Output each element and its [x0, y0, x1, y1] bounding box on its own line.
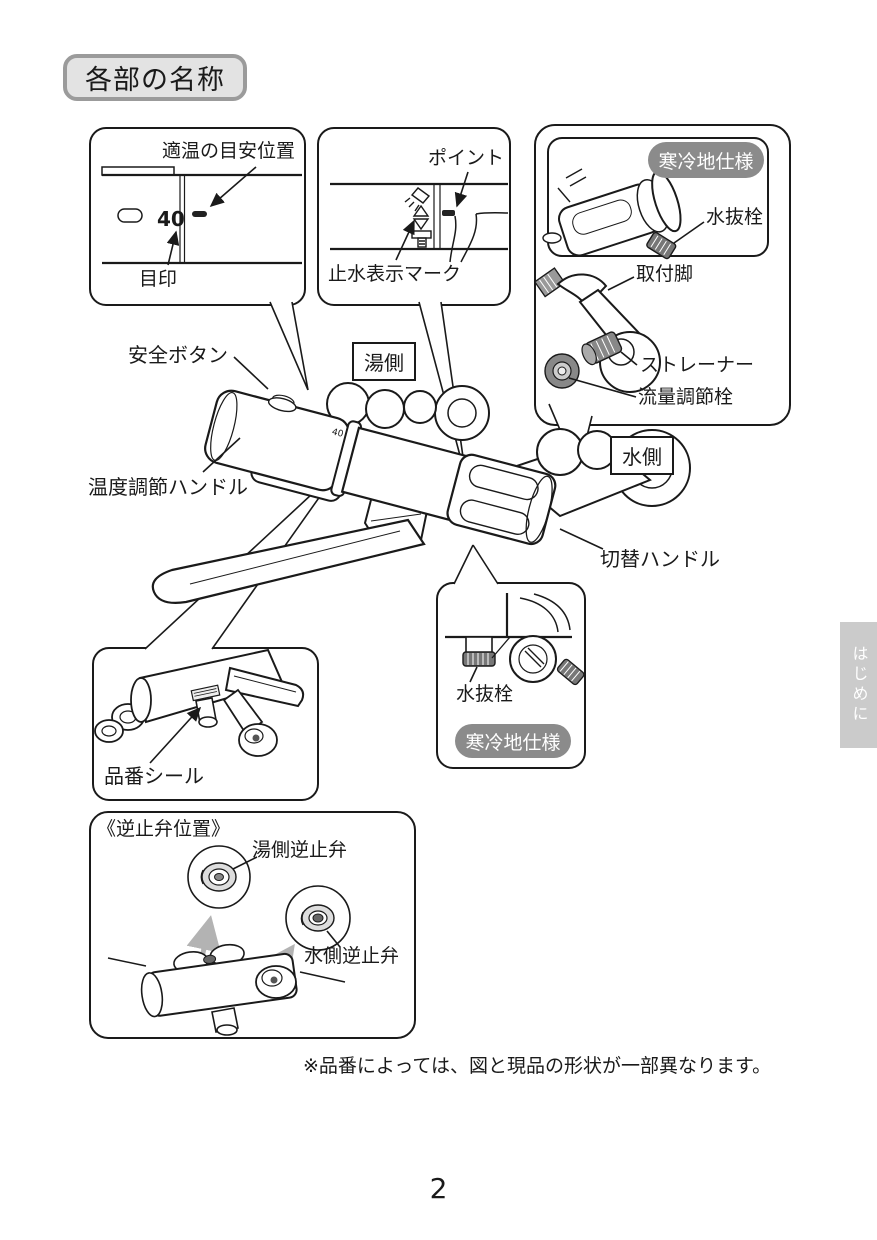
label-strainer: ストレーナー — [640, 354, 755, 376]
label-drain-plug-bottom: 水抜栓 — [456, 683, 514, 705]
check-valve-diagram — [107, 845, 351, 1036]
page-title: 各部の名称 — [63, 54, 247, 101]
temp-guide-diagram — [101, 166, 302, 265]
cold-check-valve-part — [300, 904, 335, 932]
faucet-body — [204, 389, 557, 546]
label-safety-button: 安全ボタン — [128, 343, 228, 367]
label-flow-valve: 流量調節栓 — [638, 386, 734, 408]
body-temp-scale-value: 40 — [331, 427, 345, 440]
label-temp-guide: 適温の目安位置 — [162, 140, 296, 162]
point-mark — [442, 210, 455, 216]
hot-check-valve-part — [200, 862, 237, 892]
drain-plug-part — [646, 231, 677, 260]
label-hot-check-valve: 湯側逆止弁 — [252, 839, 348, 861]
footnote: ※品番によっては、図と現品の形状が一部異なります。 — [303, 1055, 772, 1077]
flow-valve-part — [544, 353, 580, 389]
hot-side-mount — [326, 382, 490, 441]
label-stop-mark: 止水表示マーク — [328, 263, 462, 285]
label-point: ポイント — [428, 147, 505, 169]
page-number: 2 — [429, 1172, 448, 1205]
label-drain-plug-top: 水抜栓 — [706, 206, 764, 228]
temp-position-mark — [192, 211, 207, 217]
label-mount-leg: 取付脚 — [636, 263, 694, 285]
spout — [151, 488, 429, 604]
hot-side-box: 湯側 — [352, 342, 416, 381]
drain-plug-diagram — [445, 593, 585, 686]
cold-side-box: 水側 — [610, 436, 674, 475]
leader-lines — [149, 166, 705, 948]
drain-plug-knurl — [462, 651, 496, 667]
section-tab: はじめに — [840, 622, 877, 748]
cold-spec-diagram — [533, 168, 682, 393]
drain-plug-box — [436, 582, 586, 769]
label-cold-check-valve: 水側逆止弁 — [304, 945, 400, 967]
label-mark: 目印 — [139, 268, 178, 290]
cold-spec-badge-top: 寒冷地仕様 — [648, 142, 764, 178]
label-switch-handle: 切替ハンドル — [600, 547, 720, 571]
label-check-valve-title: 《逆止弁位置》 — [97, 818, 231, 840]
cold-spec-badge-bottom: 寒冷地仕様 — [455, 724, 571, 758]
label-product-seal: 品番シール — [104, 764, 204, 788]
label-temp-handle: 温度調節ハンドル — [88, 475, 248, 499]
product-seal-part — [190, 684, 221, 702]
stop-indicator-icon — [412, 204, 430, 231]
product-seal-diagram — [94, 648, 305, 757]
shower-icon — [404, 187, 431, 212]
dial-temp-value: 40 — [157, 207, 185, 231]
strainer-part — [581, 331, 623, 366]
point-diagram — [330, 182, 509, 263]
